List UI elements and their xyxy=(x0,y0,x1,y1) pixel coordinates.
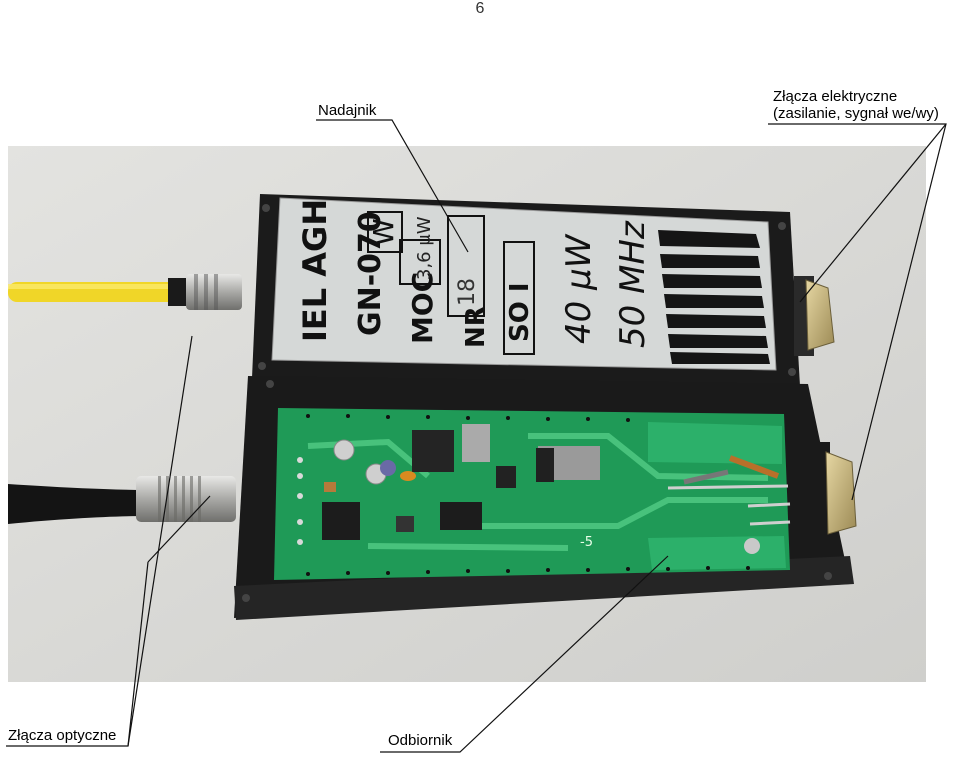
label-receiver: Odbiornik xyxy=(388,732,453,749)
receiver-base: -5 xyxy=(234,376,854,620)
device-photo-drawing: IEL AGH GN-070 W MOC 3,6 μW NR 18 SO I xyxy=(8,146,926,682)
ic-chip-3 xyxy=(412,430,454,472)
label-electrical-line1: Złącza elektryczne xyxy=(773,88,898,105)
device-photo: IEL AGH GN-070 W MOC 3,6 μW NR 18 SO I xyxy=(8,146,926,682)
label-transmitter: Nadajnik xyxy=(318,102,377,119)
pcb-marking-minus5: -5 xyxy=(580,535,593,550)
page-number: 6 xyxy=(475,0,485,17)
label-optical-connectors: Złącza optyczne xyxy=(8,727,117,744)
label-electrical-connectors: Złącza elektryczne (zasilanie, sygnał we… xyxy=(773,88,939,122)
label-electrical-line2: (zasilanie, sygnał we/wy) xyxy=(773,105,939,122)
plate-code: SO I xyxy=(505,282,535,342)
plate-model-suffix: W xyxy=(367,218,400,246)
ic-chip-2 xyxy=(440,502,482,530)
plate-power-handwritten: 40 μW xyxy=(559,233,599,344)
plate-number-label: NR xyxy=(461,306,491,348)
plate-maker: IEL AGH xyxy=(296,199,334,342)
plate-power-label: MOC xyxy=(406,272,439,344)
plate-frequency-handwritten: 50 MHz xyxy=(613,220,653,348)
plate-number-value: 18 xyxy=(455,278,480,306)
ic-chip-1 xyxy=(322,502,360,540)
voltage-regulator xyxy=(462,424,490,462)
transmitter-lid: IEL AGH GN-070 W MOC 3,6 μW NR 18 SO I xyxy=(252,194,800,386)
plate-power-value: 3,6 μW xyxy=(414,216,435,280)
top-electrical-connector xyxy=(794,276,835,356)
yellow-fiber-cable xyxy=(8,274,242,310)
